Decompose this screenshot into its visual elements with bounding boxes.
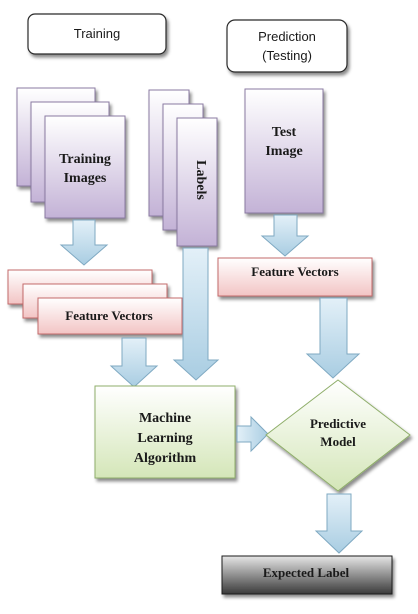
stack-page	[44, 115, 126, 219]
test-feature-vectors-label: Feature Vectors	[251, 264, 338, 279]
train-feature-vectors-label: Feature Vectors	[65, 308, 152, 323]
test-image-label: Test	[272, 125, 297, 140]
arrow-test-image-to-features	[260, 214, 310, 257]
predictive-model-label: Predictive	[310, 416, 366, 431]
machine-learning-algorithm-box: Machine Learning Algorithm	[94, 385, 236, 479]
algorithm-label-line3: Algorithm	[134, 451, 197, 466]
train-feature-vectors-stack: Feature Vectors	[7, 269, 183, 335]
prediction-header: Prediction (Testing)	[226, 19, 348, 73]
arrow-train-images-to-features	[59, 219, 109, 266]
prediction-header-sublabel: (Testing)	[262, 48, 312, 63]
arrow-model-to-expected-label	[314, 493, 364, 554]
stack-page	[176, 117, 218, 247]
expected-label-box: Expected Label	[221, 555, 393, 595]
training-images-sublabel: Images	[64, 171, 107, 186]
test-image-box: Test Image	[244, 88, 324, 214]
arrow-labels-to-algorithm	[172, 247, 220, 381]
predictive-model-diamond: Predictive Model	[265, 379, 411, 492]
algorithm-label-line2: Learning	[137, 431, 192, 446]
training-header: Training	[27, 13, 167, 55]
algorithm-label-line1: Machine	[139, 411, 191, 426]
arrow-train-features-to-algorithm	[109, 337, 159, 388]
test-feature-vectors-box: Feature Vectors	[217, 257, 373, 297]
expected-label-text: Expected Label	[263, 565, 350, 580]
arrow-test-features-to-model	[305, 297, 361, 379]
training-images-label: Training	[59, 152, 111, 167]
training-header-label: Training	[74, 26, 120, 41]
prediction-header-label: Prediction	[258, 29, 316, 44]
test-image-sublabel: Image	[265, 144, 302, 159]
labels-label: Labels	[193, 160, 208, 200]
arrow-algorithm-to-model	[236, 415, 269, 453]
predictive-model-sublabel: Model	[320, 434, 356, 449]
stack-page	[37, 297, 183, 335]
training-images-stack: Training Images	[16, 87, 126, 219]
labels-stack: Labels	[148, 89, 218, 247]
